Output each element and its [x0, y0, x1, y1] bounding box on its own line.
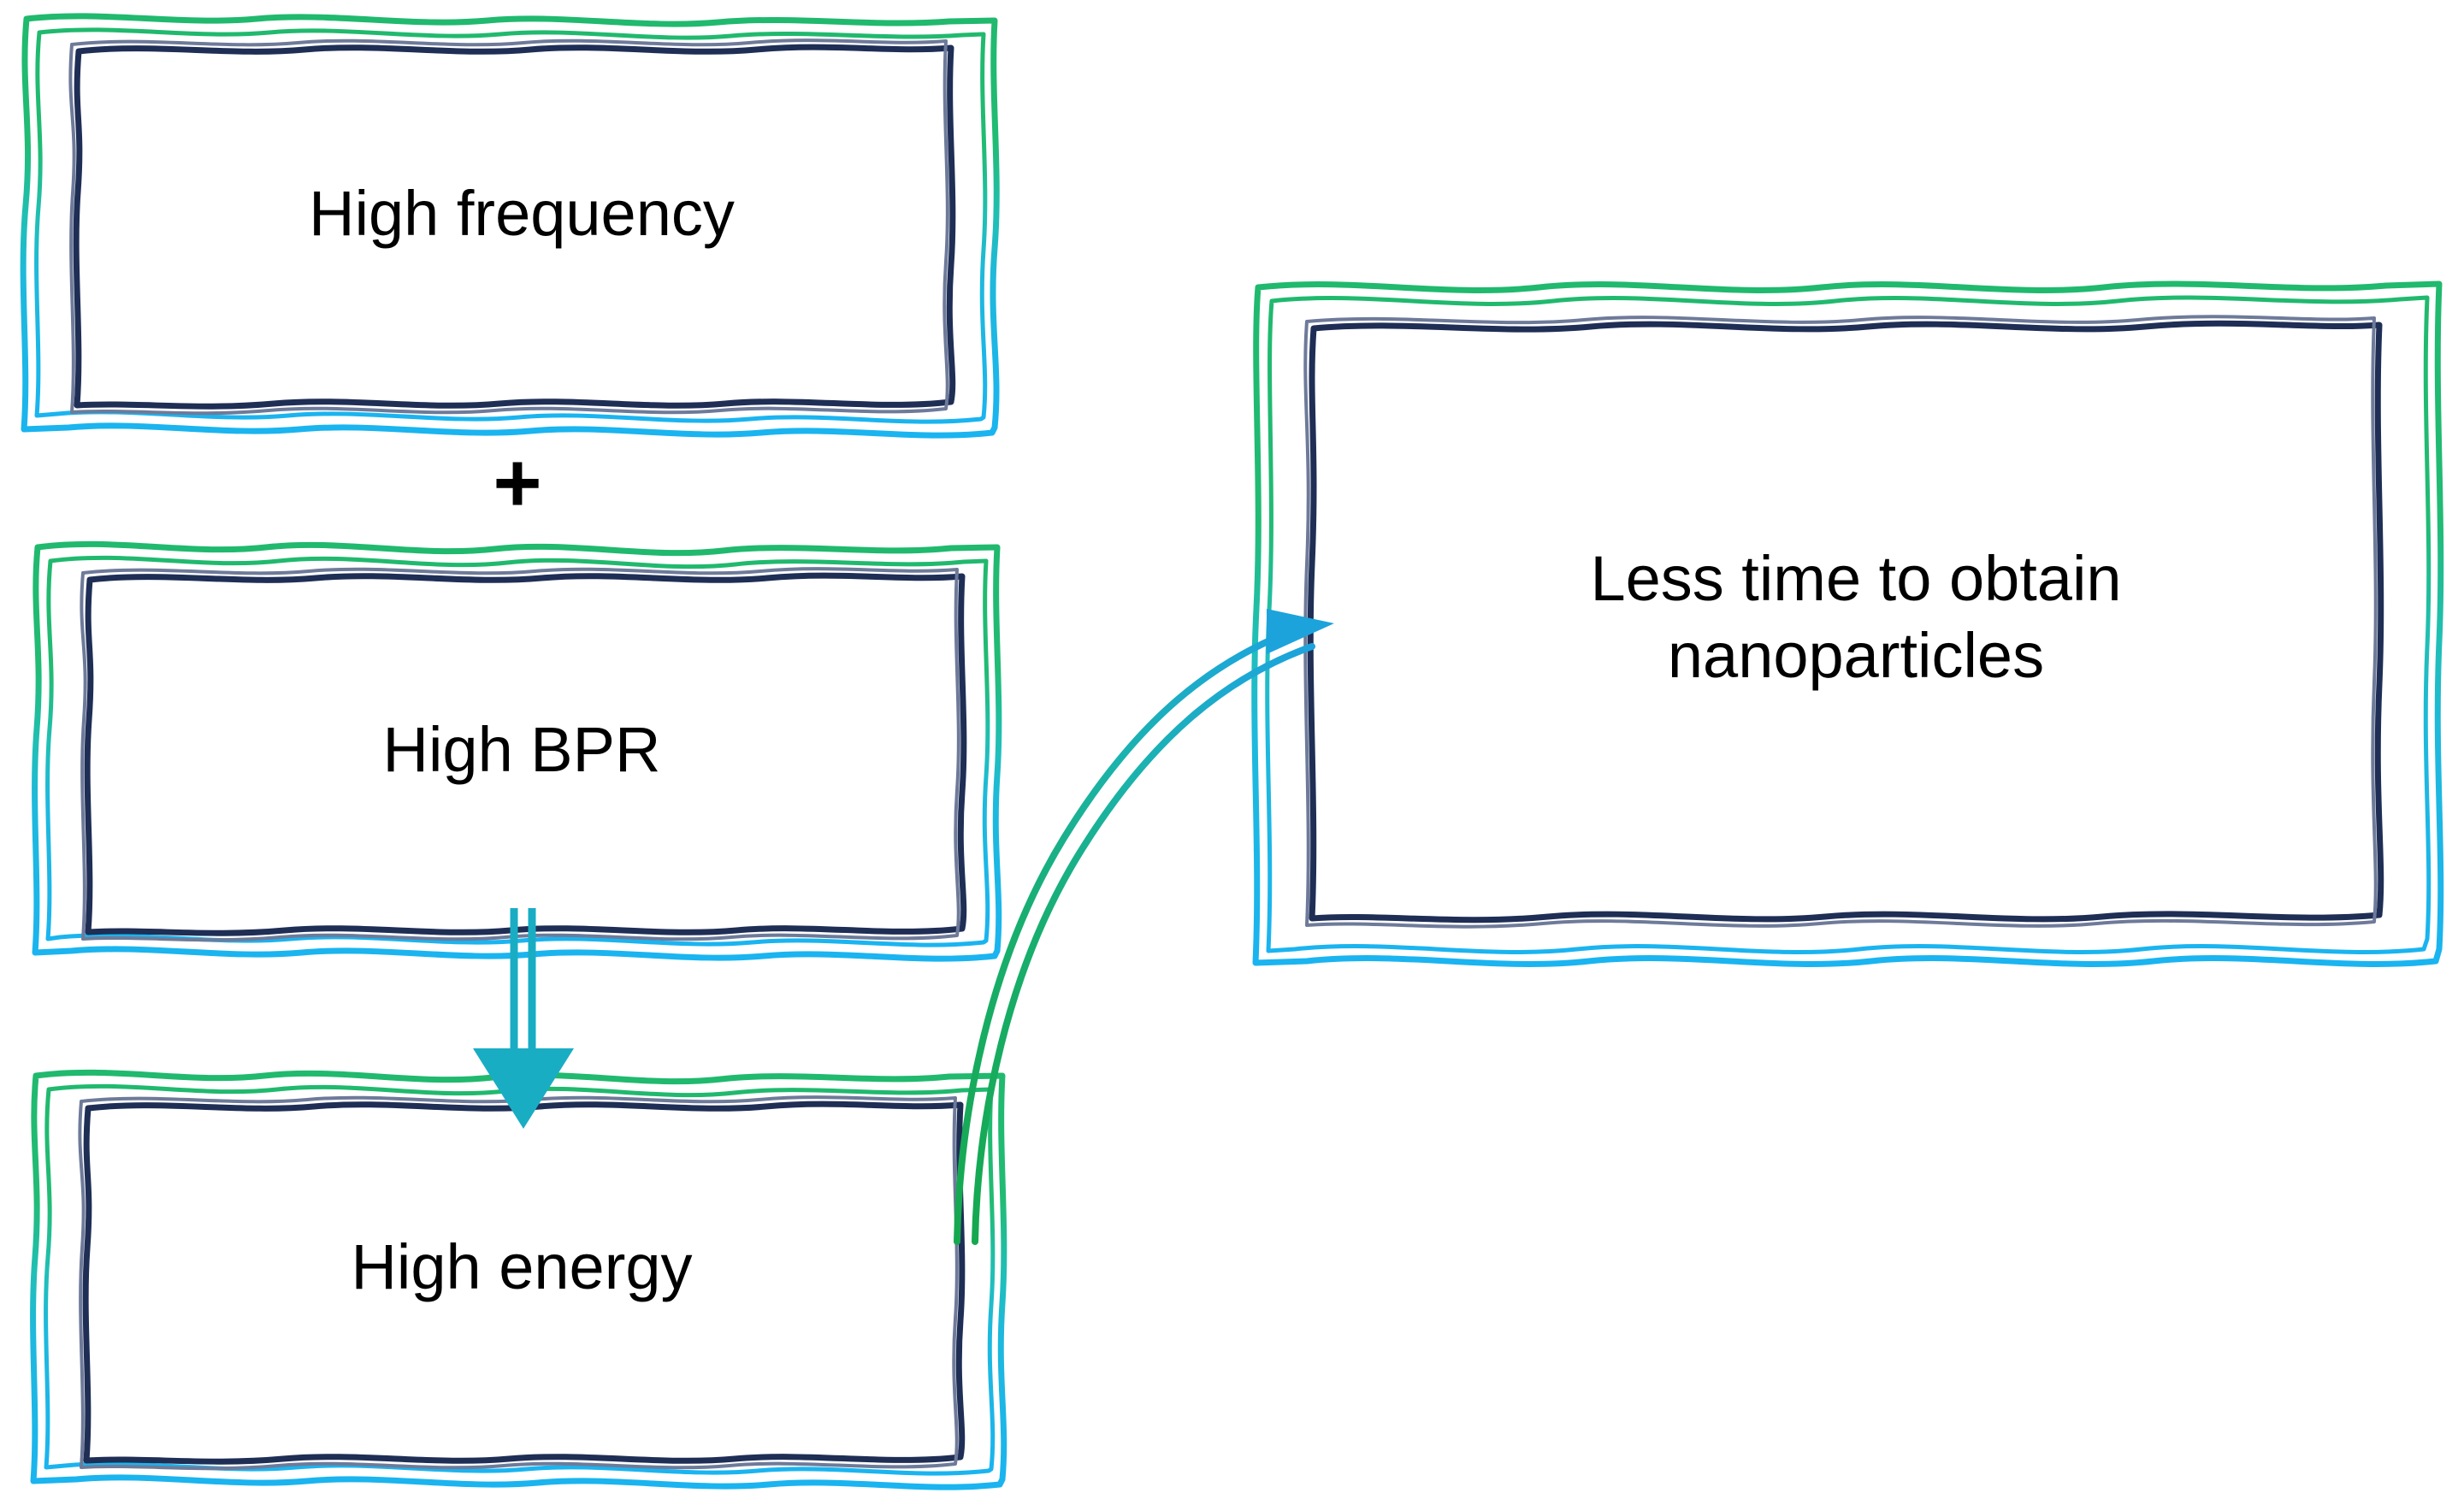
node-less-time-nanoparticles[interactable]: [1251, 280, 2444, 967]
energy-to-result-curve-inner: [972, 643, 1315, 1245]
high-bpr-outer-border: [32, 540, 1002, 962]
energy-to-result-arrowhead: [1267, 609, 1334, 654]
high-frequency-inner-border-second-stroke: [68, 38, 949, 416]
node-high-energy[interactable]: [30, 1069, 1007, 1490]
high-frequency-outer-border: [20, 13, 1000, 439]
high-frequency-outer-border-inner-stroke: [34, 27, 988, 424]
high-bpr-inner-border-second-stroke: [80, 567, 960, 942]
node-high-frequency[interactable]: [20, 13, 1000, 439]
connector-bpr-to-energy[interactable]: [473, 908, 574, 1129]
less-time-inner-border-second-stroke: [1303, 315, 2378, 929]
less-time-outer-border: [1251, 280, 2444, 967]
node-high-bpr[interactable]: [32, 540, 1002, 962]
high-bpr-outer-border-inner-stroke: [45, 555, 990, 947]
plus-operator-symbol: +: [493, 435, 542, 529]
connector-energy-to-result[interactable]: [954, 609, 1334, 1245]
high-energy-inner-border: [82, 1101, 966, 1465]
high-bpr-inner-border: [84, 572, 967, 936]
high-frequency-inner-border: [73, 44, 956, 410]
bpr-to-energy-arrowhead: [473, 1048, 574, 1129]
less-time-outer-border-inner-stroke: [1265, 295, 2432, 954]
energy-to-result-curve-outer: [954, 623, 1307, 1245]
less-time-inner-border: [1307, 320, 2384, 924]
